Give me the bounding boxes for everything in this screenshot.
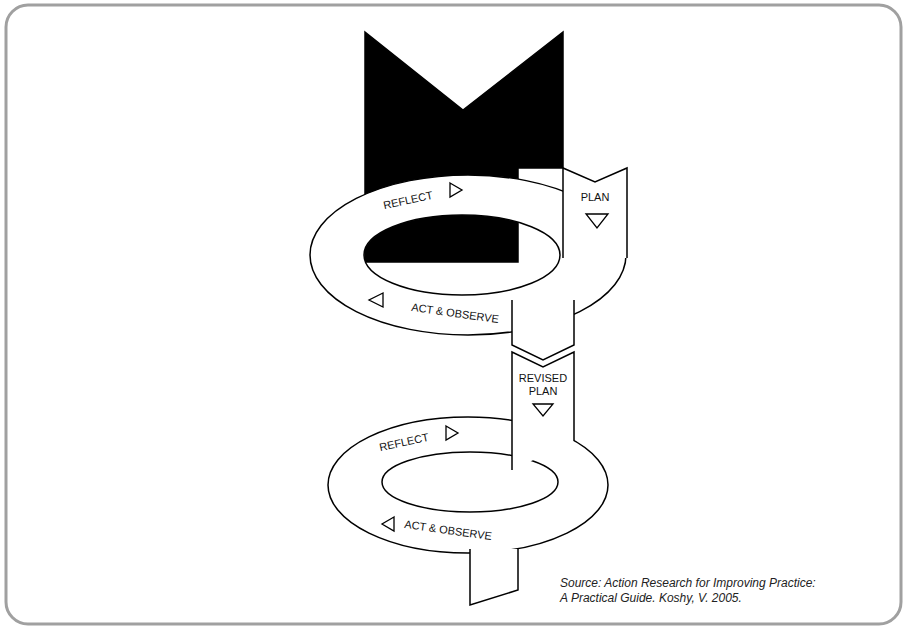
exit-strip bbox=[512, 300, 574, 360]
stage-label: ACT & OBSERVE bbox=[403, 517, 492, 542]
stage-label: ACT & OBSERVE bbox=[410, 300, 499, 325]
direction-triangle bbox=[533, 404, 553, 416]
direction-triangle bbox=[446, 426, 458, 440]
revised-plan-strip bbox=[512, 352, 574, 470]
frame bbox=[6, 5, 901, 624]
stage-label: REVISED PLAN bbox=[513, 372, 573, 398]
stage-label: REFLECT bbox=[378, 430, 430, 453]
direction-triangle bbox=[369, 293, 383, 307]
direction-triangle bbox=[586, 214, 608, 228]
source-caption: Source: Action Research for Improving Pr… bbox=[560, 576, 824, 606]
stage-label: PLAN bbox=[581, 191, 610, 204]
plan-strip bbox=[563, 168, 627, 258]
direction-triangle bbox=[450, 183, 462, 197]
direction-triangle bbox=[382, 517, 394, 531]
stage-label: REFLECT bbox=[382, 188, 434, 211]
bottom-strip bbox=[470, 549, 518, 605]
